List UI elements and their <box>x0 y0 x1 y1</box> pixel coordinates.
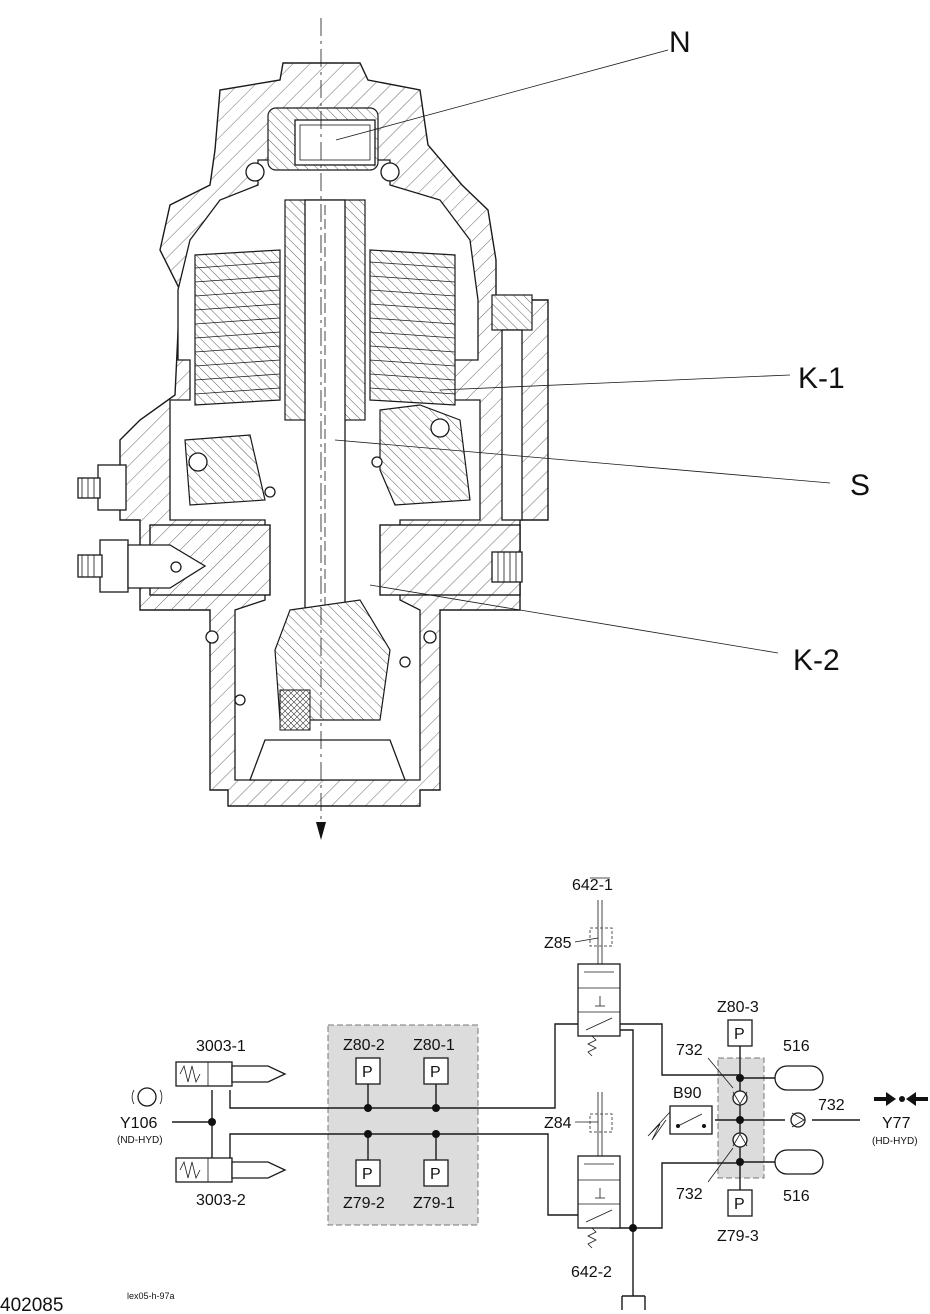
accumulator-516-bottom <box>774 1149 824 1175</box>
direction-arrows-icon <box>874 1092 928 1106</box>
label-z79-1: Z79-1 <box>413 1195 455 1212</box>
label-k1: K-1 <box>798 362 845 395</box>
screw-head <box>294 119 376 166</box>
label-732-right: 732 <box>818 1097 845 1114</box>
label-642-2: 642-2 <box>571 1264 612 1281</box>
parking-symbol-icon <box>131 1087 163 1107</box>
label-z79-2: Z79-2 <box>343 1195 385 1212</box>
label-b90: B90 <box>673 1085 702 1102</box>
fitting-right <box>491 551 523 583</box>
label-s: S <box>850 469 870 502</box>
label-3003-1: 3003-1 <box>196 1038 246 1055</box>
label-732-top: 732 <box>676 1042 703 1059</box>
label-z80-2: Z80-2 <box>343 1037 385 1054</box>
check-valves <box>732 1090 806 1148</box>
pressure-switch-block <box>327 1024 479 1226</box>
fitting-upper-left <box>77 464 127 511</box>
p-z79-3: P <box>734 1196 745 1213</box>
p-z80-2: P <box>362 1064 373 1081</box>
label-z84: Z84 <box>544 1115 572 1132</box>
disc-spring-stack-left <box>194 249 281 406</box>
fitting-lower-left <box>77 539 207 593</box>
sensor-z80-1 <box>423 1057 449 1085</box>
label-732-bottom: 732 <box>676 1186 703 1203</box>
sensor-z79-1 <box>423 1159 449 1187</box>
valve-section-view <box>77 18 831 840</box>
file-reference: lex05-h-97a <box>127 1291 175 1301</box>
directional-valve-642-2 <box>577 1092 621 1249</box>
hydraulic-schematic <box>131 877 928 1310</box>
label-y106-note: (ND-HYD) <box>117 1135 163 1146</box>
accumulator-516-top <box>774 1065 824 1091</box>
label-z85: Z85 <box>544 935 572 952</box>
label-y77: Y77 <box>882 1115 911 1132</box>
flow-arrow <box>316 822 326 840</box>
directional-valve-642-1 <box>577 877 621 1057</box>
piston-left <box>184 434 266 506</box>
label-n: N <box>669 26 691 59</box>
label-k2: K-2 <box>793 644 840 677</box>
p-z80-3: P <box>734 1026 745 1043</box>
label-z80-3: Z80-3 <box>717 999 759 1016</box>
p-z80-1: P <box>430 1064 441 1081</box>
p-z79-2: P <box>362 1166 373 1183</box>
pressure-switch-3003-2 <box>175 1157 287 1183</box>
p-z79-1: P <box>430 1166 441 1183</box>
sensor-z79-3 <box>727 1189 753 1217</box>
pressure-switch-3003-1 <box>175 1061 287 1087</box>
label-y106: Y106 <box>120 1115 157 1132</box>
side-bolt <box>491 294 533 331</box>
label-642-1: 642-1 <box>572 877 613 894</box>
disc-spring-stack-right <box>369 249 456 406</box>
label-3003-2: 3003-2 <box>196 1192 246 1209</box>
label-z79-3: Z79-3 <box>717 1228 759 1245</box>
sensor-z79-2 <box>355 1159 381 1187</box>
label-516-bottom: 516 <box>783 1188 810 1205</box>
piston-k1 <box>379 404 471 506</box>
drawing-number: 402085 <box>0 1295 63 1314</box>
pressure-switch-b90 <box>647 1105 713 1141</box>
label-z80-1: Z80-1 <box>413 1037 455 1054</box>
label-y77-note: (HD-HYD) <box>872 1136 918 1147</box>
label-516-top: 516 <box>783 1038 810 1055</box>
